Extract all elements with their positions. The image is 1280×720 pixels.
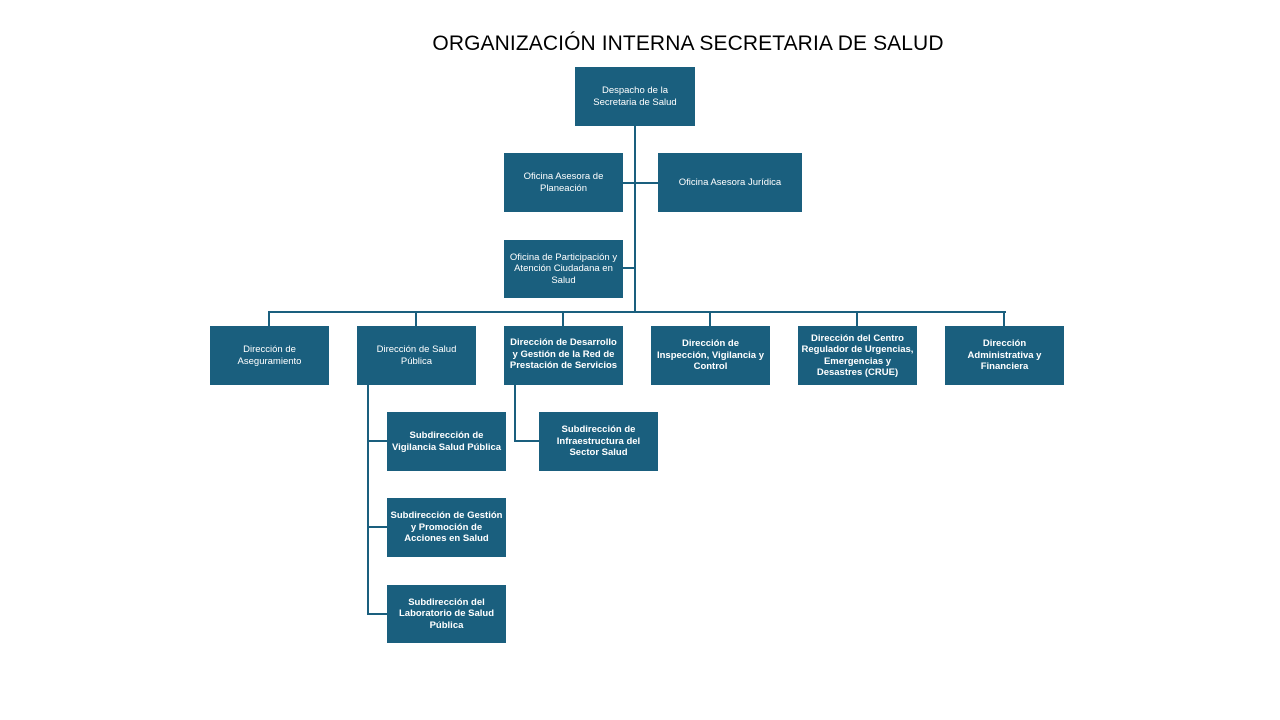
connector-sub-vigilancia (367, 440, 387, 442)
connector-sub-laboratorio (367, 613, 387, 615)
connector-juridica (635, 182, 658, 184)
node-direccion-administrativa: Dirección Administrativa y Financiera (945, 326, 1064, 385)
node-direccion-desarrollo: Dirección de Desarrollo y Gestión de la … (504, 326, 623, 385)
connector-planeacion (622, 182, 635, 184)
node-oficina-juridica: Oficina Asesora Jurídica (658, 153, 802, 212)
node-direccion-crue: Dirección del Centro Regulador de Urgenc… (798, 326, 917, 385)
connector-desarrollo (562, 311, 564, 326)
connector-inspeccion (709, 311, 711, 326)
node-subdir-vigilancia: Subdirección de Vigilancia Salud Pública (387, 412, 506, 471)
node-subdir-infraestructura: Subdirección de Infraestructura del Sect… (539, 412, 658, 471)
node-subdir-gestion: Subdirección de Gestión y Promoción de A… (387, 498, 506, 557)
connector-sub-infraestructura (514, 440, 539, 442)
connector-salud-publica-sub (367, 384, 369, 614)
connector-trunk (634, 125, 636, 313)
connector-crue (856, 311, 858, 326)
node-direccion-inspeccion: Dirección de Inspección, Vigilancia y Co… (651, 326, 770, 385)
connector-sub-gestion (367, 526, 387, 528)
node-subdir-laboratorio: Subdirección del Laboratorio de Salud Pú… (387, 585, 506, 643)
connector-desarrollo-sub (514, 384, 516, 442)
chart-title: ORGANIZACIÓN INTERNA SECRETARIA DE SALUD (432, 32, 944, 55)
connector-participacion (622, 267, 635, 269)
connector-direcciones-bar (268, 311, 1006, 313)
node-oficina-planeacion: Oficina Asesora de Planeación (504, 153, 623, 212)
connector-administrativa (1003, 311, 1005, 326)
connector-salud-publica (415, 311, 417, 326)
connector-aseguramiento (268, 311, 270, 326)
node-despacho: Despacho de la Secretaria de Salud (575, 67, 695, 126)
node-direccion-salud-publica: Dirección de Salud Pública (357, 326, 476, 385)
node-direccion-aseguramiento: Dirección de Aseguramiento (210, 326, 329, 385)
node-oficina-participacion: Oficina de Participación y Atención Ciud… (504, 240, 623, 298)
